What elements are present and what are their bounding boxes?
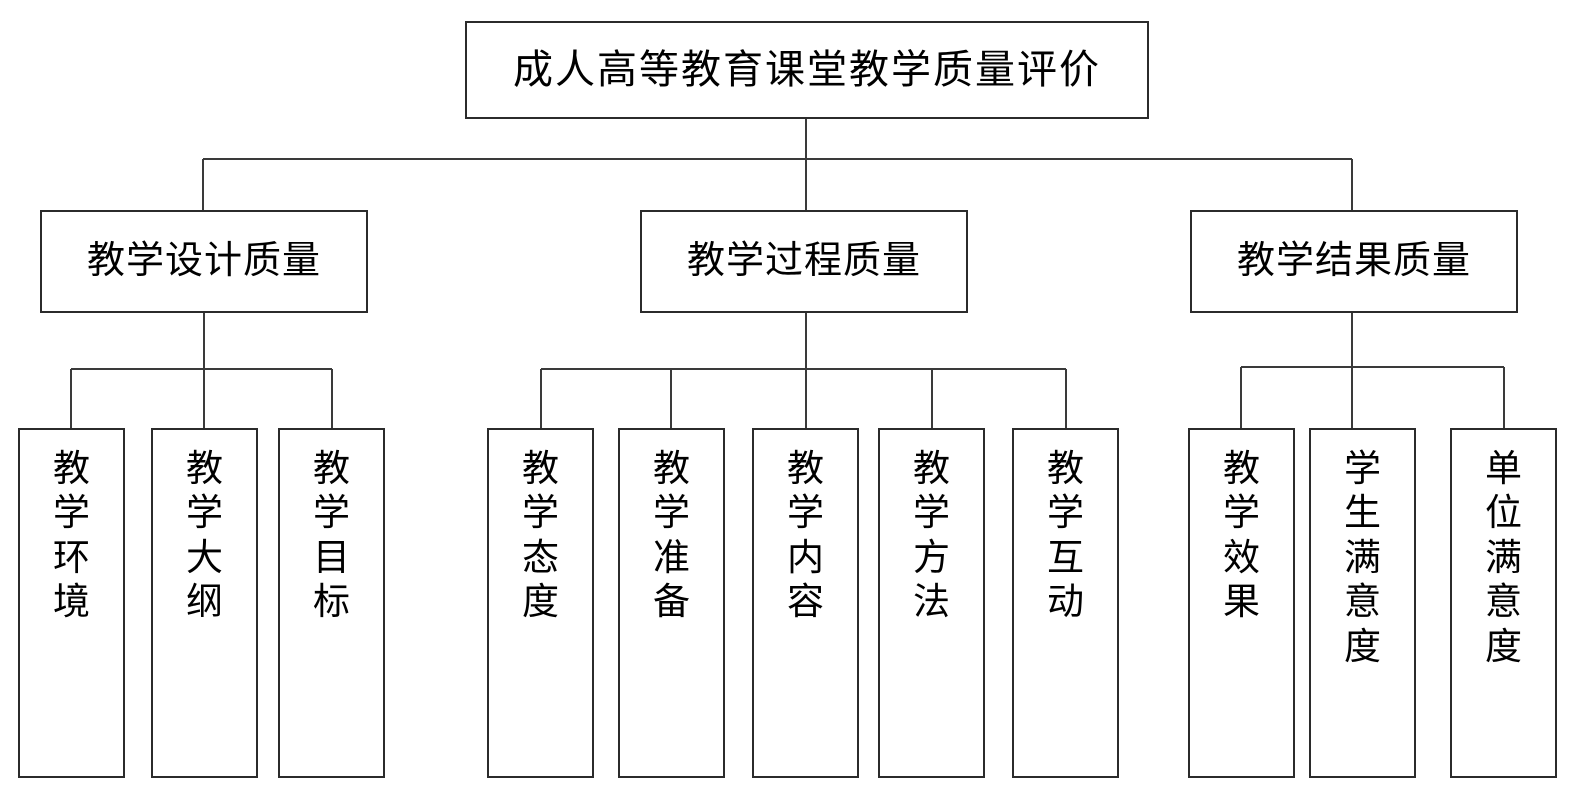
- node-leaf-label: 教学态度: [522, 449, 559, 624]
- node-leaf-label: 教学目标: [313, 449, 350, 624]
- node-branch-label: 教学设计质量: [86, 239, 321, 282]
- node-leaf-teaching-effect: 教学效果: [1188, 428, 1295, 778]
- node-leaf-label: 教学互动: [1047, 449, 1084, 624]
- node-leaf-label: 教学环境: [53, 449, 90, 624]
- node-branch-teaching-result: 教学结果质量: [1190, 210, 1518, 313]
- node-leaf-label: 教学大纲: [186, 449, 223, 624]
- node-leaf-teaching-syllabus: 教学大纲: [151, 428, 258, 778]
- node-leaf-teaching-preparation: 教学准备: [618, 428, 725, 778]
- node-branch-label: 教学结果质量: [1236, 239, 1471, 282]
- node-leaf-label: 教学效果: [1223, 449, 1260, 624]
- node-leaf-label: 学生满意度: [1344, 449, 1381, 668]
- node-leaf-teaching-method: 教学方法: [878, 428, 985, 778]
- node-root: 成人高等教育课堂教学质量评价: [465, 21, 1149, 119]
- node-leaf-teaching-objective: 教学目标: [278, 428, 385, 778]
- node-root-label: 成人高等教育课堂教学质量评价: [513, 47, 1101, 92]
- node-leaf-label: 教学准备: [653, 449, 690, 624]
- node-leaf-label: 教学内容: [787, 449, 824, 624]
- node-branch-label: 教学过程质量: [686, 239, 921, 282]
- node-leaf-label: 教学方法: [913, 449, 950, 624]
- node-leaf-teaching-environment: 教学环境: [18, 428, 125, 778]
- node-leaf-employer-satisfaction: 单位满意度: [1450, 428, 1557, 778]
- node-branch-teaching-process: 教学过程质量: [640, 210, 968, 313]
- node-leaf-student-satisfaction: 学生满意度: [1309, 428, 1416, 778]
- node-leaf-teaching-content: 教学内容: [752, 428, 859, 778]
- node-leaf-label: 单位满意度: [1485, 449, 1522, 668]
- node-branch-teaching-design: 教学设计质量: [40, 210, 368, 313]
- node-leaf-teaching-attitude: 教学态度: [487, 428, 594, 778]
- node-leaf-teaching-interaction: 教学互动: [1012, 428, 1119, 778]
